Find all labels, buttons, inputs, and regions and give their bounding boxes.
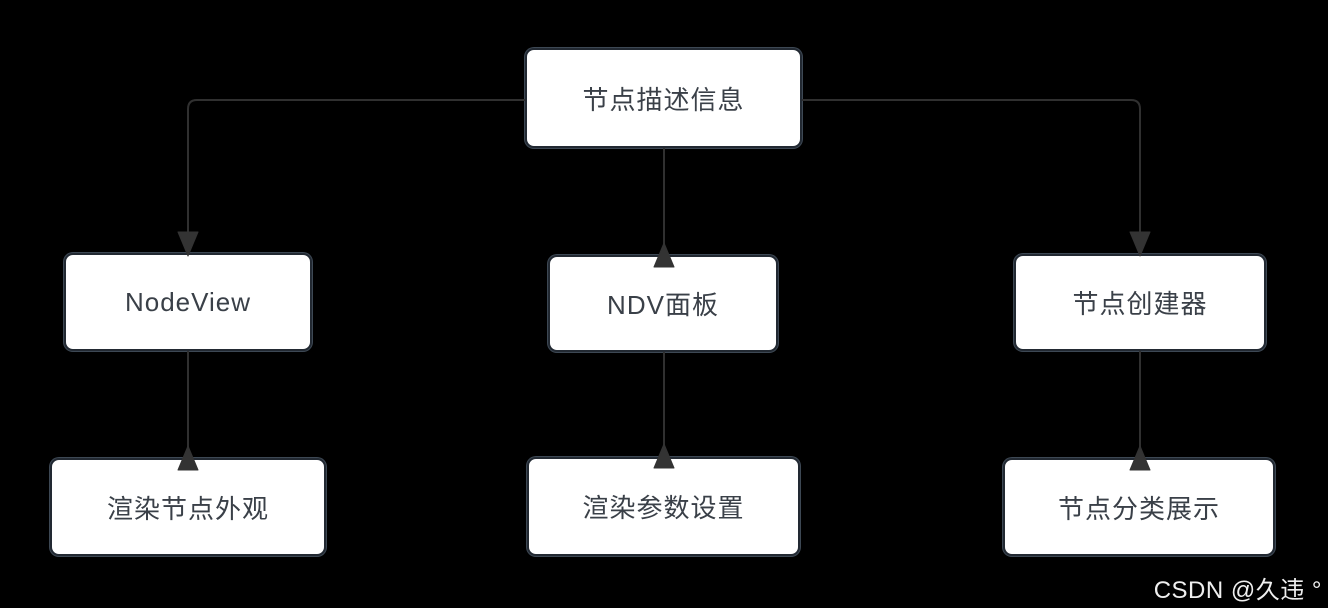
node-category-display[interactable]: 节点分类展示	[1003, 458, 1275, 556]
arrowhead-down-icon	[1129, 231, 1151, 257]
csdn-watermark: CSDN @久违 °	[1153, 577, 1322, 604]
edge-ndv-panel-render-params	[653, 352, 675, 469]
node-ndv-panel[interactable]: NDV面板	[548, 255, 778, 352]
edge-nodeview-render-appearance	[177, 351, 199, 471]
node-nodeview-label: NodeView	[124, 286, 252, 317]
node-ndv-panel-label: NDV面板	[607, 290, 719, 320]
node-nodeview[interactable]: NodeView	[64, 253, 312, 351]
node-render-appearance-label: 渲染节点外观	[106, 493, 269, 524]
node-node-creator[interactable]: 节点创建器	[1014, 254, 1266, 351]
edge-root-ndv-panel	[653, 148, 675, 268]
node-category-display-label: 节点分类展示	[1057, 493, 1220, 524]
edge-root-nodeview	[177, 99, 525, 257]
edge-root-node-creator	[802, 99, 1151, 257]
node-node-creator-label: 节点创建器	[1072, 289, 1208, 319]
edge-node-creator-category-display	[1129, 351, 1151, 471]
node-root-label: 节点描述信息	[582, 84, 745, 115]
node-render-params[interactable]: 渲染参数设置	[527, 457, 800, 556]
node-render-appearance[interactable]: 渲染节点外观	[50, 458, 326, 556]
node-root[interactable]: 节点描述信息	[525, 48, 802, 148]
node-render-params-label: 渲染参数设置	[582, 493, 745, 523]
